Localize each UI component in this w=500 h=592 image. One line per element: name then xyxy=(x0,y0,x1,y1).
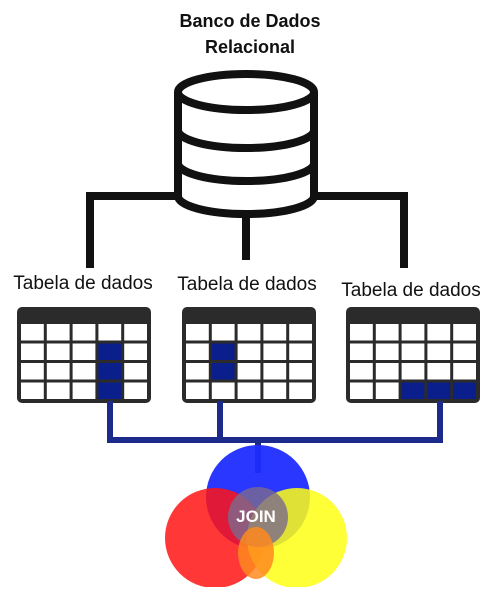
table-cell xyxy=(427,363,451,380)
table-cell xyxy=(401,363,425,380)
table-cell xyxy=(427,343,451,360)
table-cell xyxy=(186,343,209,360)
table-label-3: Tabela de dados xyxy=(341,280,481,301)
table-cell xyxy=(263,324,287,341)
table-cell xyxy=(237,343,261,360)
table-cell xyxy=(401,382,425,399)
table-label-1: Tabela de dados xyxy=(13,273,153,294)
table-cell xyxy=(289,363,312,380)
table-cell xyxy=(401,324,425,341)
table-cell xyxy=(46,363,70,380)
table-cell xyxy=(453,363,476,380)
table-icon xyxy=(182,307,316,403)
diagram-title-line1: Banco de Dados xyxy=(179,11,321,31)
table-cell xyxy=(124,382,147,399)
table-cell xyxy=(350,382,373,399)
table-cell xyxy=(427,324,451,341)
table-cell xyxy=(98,343,122,360)
database-icon xyxy=(174,70,318,218)
table-cell xyxy=(72,343,96,360)
table-cell xyxy=(46,382,70,399)
table-cell xyxy=(453,324,476,341)
hierarchy-connectors xyxy=(86,192,408,268)
venn-diagram-icon xyxy=(165,445,347,588)
table-cell xyxy=(98,382,122,399)
table-cell xyxy=(186,324,209,341)
table-cell xyxy=(124,324,147,341)
table-cell xyxy=(186,363,209,380)
table-cell xyxy=(453,382,476,399)
table-cell xyxy=(401,343,425,360)
table-cell xyxy=(427,382,451,399)
table-cell xyxy=(98,363,122,380)
table-cell xyxy=(211,382,235,399)
table-cell xyxy=(124,343,147,360)
table-cell xyxy=(289,324,312,341)
table-cell xyxy=(21,324,44,341)
table-cell xyxy=(46,343,70,360)
table-icon xyxy=(17,307,151,403)
table-cell xyxy=(72,363,96,380)
table-cell xyxy=(72,382,96,399)
table-cell xyxy=(289,343,312,360)
table-label-2: Tabela de dados xyxy=(177,274,317,295)
table-cell xyxy=(350,363,373,380)
table-cell xyxy=(375,363,399,380)
table-cell xyxy=(375,324,399,341)
table-cell xyxy=(237,382,261,399)
table-cell xyxy=(211,363,235,380)
table-icon xyxy=(346,307,480,403)
table-cell xyxy=(211,324,235,341)
table-cell xyxy=(72,324,96,341)
table-cell xyxy=(46,324,70,341)
table-cell xyxy=(237,324,261,341)
table-cell xyxy=(186,382,209,399)
table-cell xyxy=(263,343,287,360)
table-cell xyxy=(124,363,147,380)
table-cell xyxy=(350,343,373,360)
table-cell xyxy=(263,363,287,380)
diagram-title-line2: Relacional xyxy=(204,37,296,57)
table-cell xyxy=(350,324,373,341)
table-cell xyxy=(211,343,235,360)
table-cell xyxy=(289,382,312,399)
table-cell xyxy=(98,324,122,341)
table-cell xyxy=(237,363,261,380)
table-cell xyxy=(375,382,399,399)
join-label: JOIN xyxy=(236,507,276,526)
table-cell xyxy=(21,343,44,360)
table-cell xyxy=(21,363,44,380)
table-cell xyxy=(375,343,399,360)
table-cell xyxy=(21,382,44,399)
table-cell xyxy=(263,382,287,399)
table-cell xyxy=(453,343,476,360)
